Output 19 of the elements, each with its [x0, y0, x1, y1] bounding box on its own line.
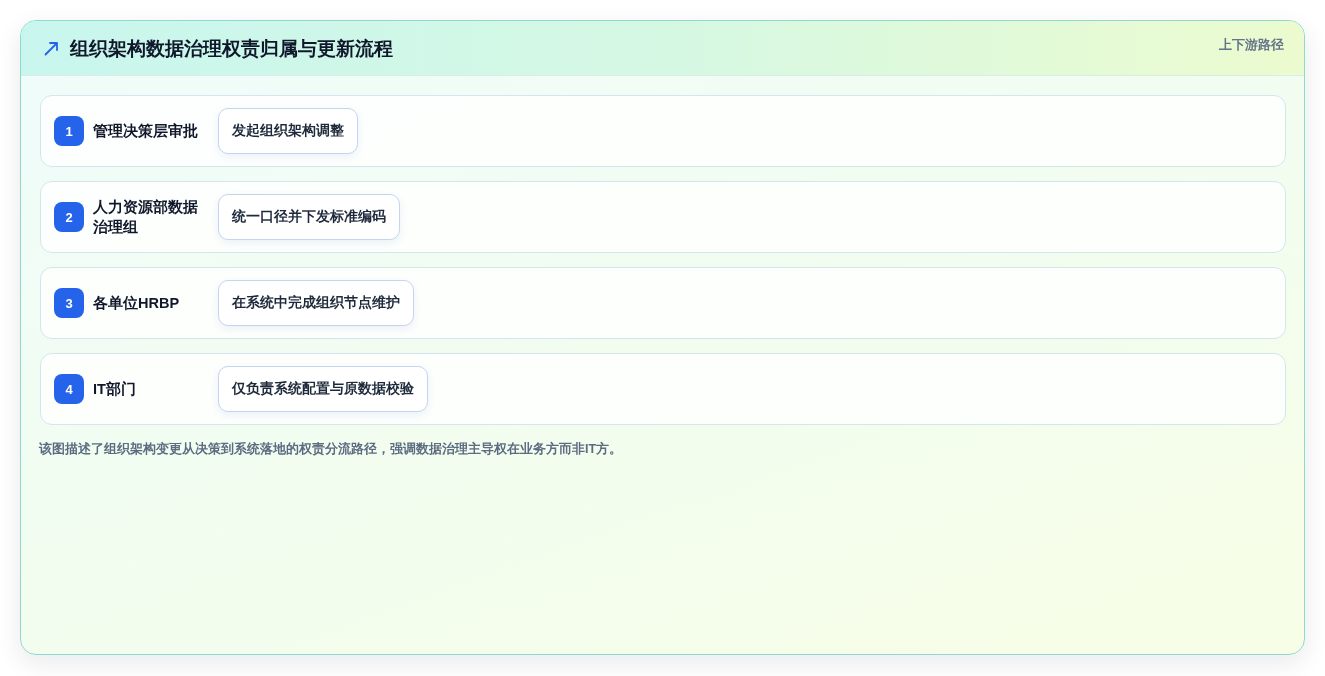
step-box: 仅负责系统配置与原数据校验: [218, 366, 428, 412]
lane-row: [40, 95, 1286, 167]
role-label: 人力资源部数据治理组: [93, 198, 199, 237]
role-label: IT部门: [93, 380, 137, 399]
lane-row: [40, 267, 1286, 339]
caption-text: 该图描述了组织架构变更从决策到系统落地的权责分流路径，强调数据治理主导权在业务方而非IT方。: [39, 441, 623, 458]
diagram-title: 组织架构数据治理权责归属与更新流程: [70, 37, 393, 61]
header-note: 上下游路径: [1219, 36, 1284, 54]
step-number-badge: 1: [54, 116, 84, 146]
step-number-badge: 4: [54, 374, 84, 404]
step-box: 统一口径并下发标准编码: [218, 194, 400, 240]
step-box: 发起组织架构调整: [218, 108, 358, 154]
step-number-badge: 3: [54, 288, 84, 318]
step-number-badge: 2: [54, 202, 84, 232]
step-box: 在系统中完成组织节点维护: [218, 280, 414, 326]
lane-row: [40, 181, 1286, 253]
role-label: 各单位HRBP: [93, 294, 181, 313]
role-label: 管理决策层审批: [93, 122, 199, 141]
lane-row: [40, 353, 1286, 425]
